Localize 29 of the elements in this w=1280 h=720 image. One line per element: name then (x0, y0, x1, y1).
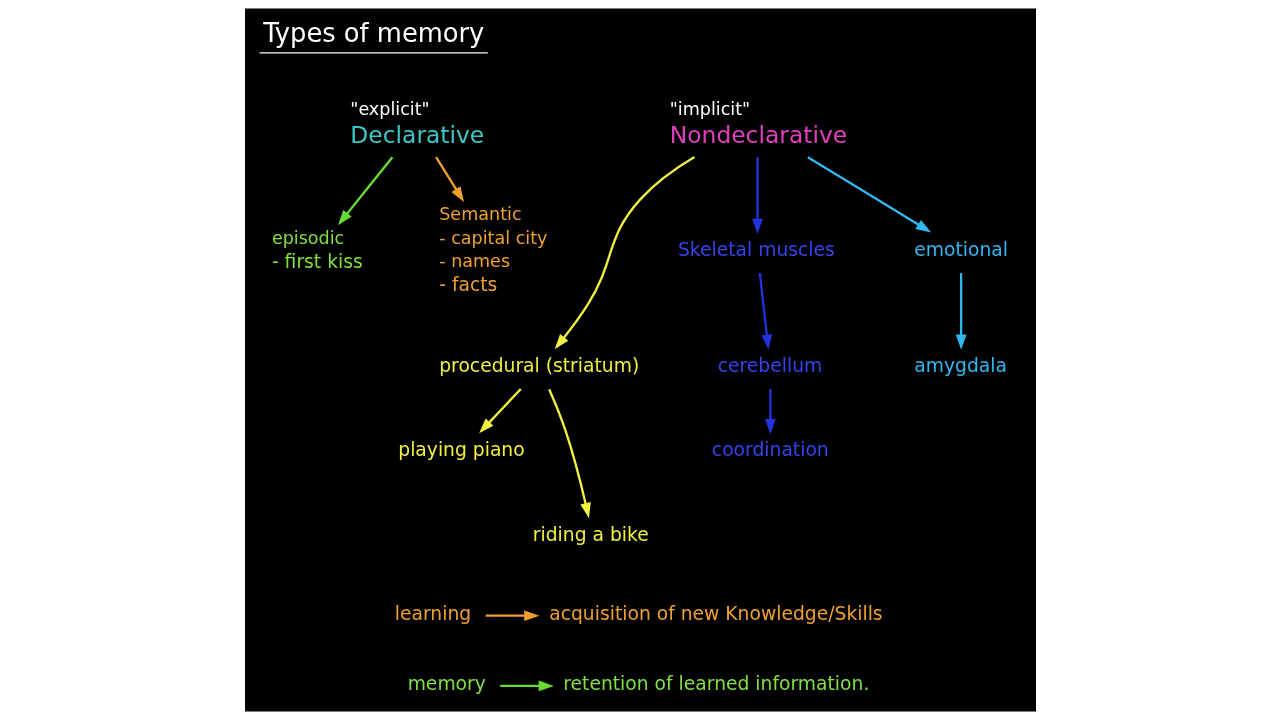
node-text: memory (407, 673, 486, 695)
arrow (485, 610, 539, 621)
arrow (751, 157, 763, 234)
arrow (434, 156, 464, 203)
arrow (758, 273, 772, 350)
node-text: amygdala (913, 355, 1007, 377)
node-text: emotional (913, 239, 1008, 261)
diagram-title: Types of memory (262, 17, 484, 48)
node-text: Semantic - capital city - names - facts (438, 204, 547, 296)
arrow (547, 388, 591, 519)
node-text: riding a bike (532, 523, 649, 545)
node-text: acquisition of new Knowledge/Skills (548, 603, 883, 625)
arrow (337, 156, 393, 226)
arrow (499, 680, 554, 692)
node-text: coordination (711, 439, 829, 461)
node-text: "implicit" Nondeclarative (669, 98, 847, 149)
node-text: episodic - first kiss (271, 227, 363, 272)
node-text: playing piano (397, 439, 525, 461)
node-text: cerebellum (717, 355, 822, 377)
arrow (554, 156, 695, 350)
arrow (764, 389, 776, 435)
node-text: procedural (striatum) (438, 355, 639, 377)
arrow (955, 273, 966, 350)
node-text: learning (394, 603, 471, 625)
node-text: Skeletal muscles (677, 239, 835, 261)
arrow (806, 156, 931, 233)
arrow (478, 388, 522, 434)
node-text: retention of learned information. (562, 673, 869, 695)
node-text: "explicit" Declarative (349, 98, 484, 149)
